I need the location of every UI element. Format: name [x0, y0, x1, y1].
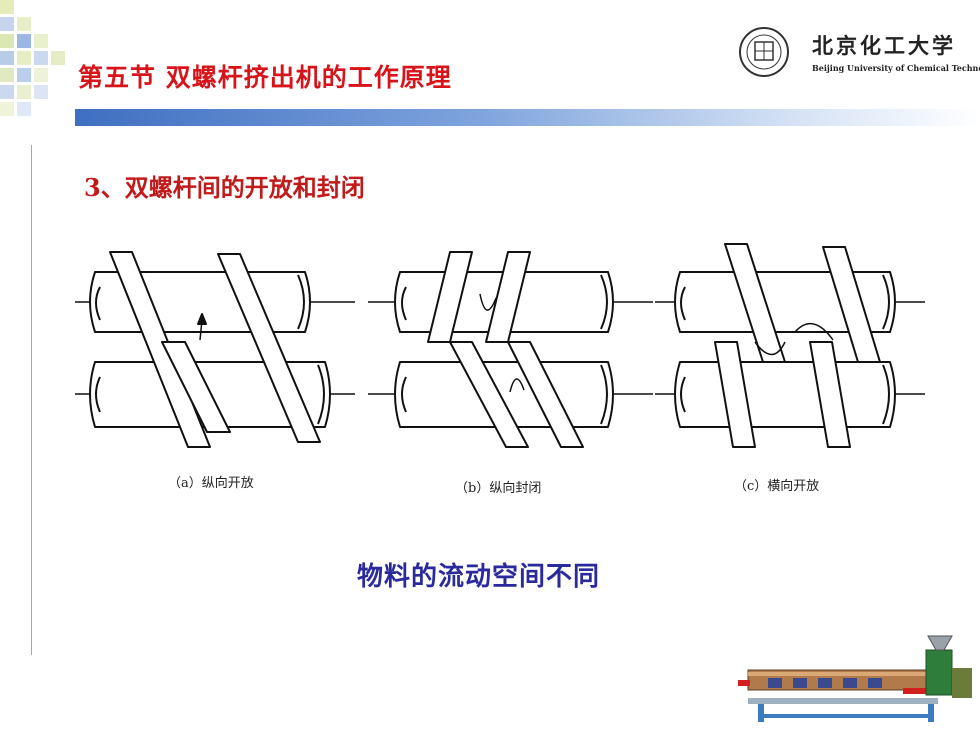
- figure-b-caption: （b）纵向封闭: [455, 481, 542, 496]
- title-underline-bar: [75, 109, 980, 126]
- section-subtitle: 3、双螺杆间的开放和封闭: [84, 173, 365, 202]
- decorative-squares: [0, 0, 65, 116]
- figure-c-drawing: [655, 243, 925, 448]
- slide-title: 第五节 双螺杆挤出机的工作原理: [78, 63, 452, 92]
- figure-a-caption: （a）纵向开放: [168, 476, 254, 491]
- left-divider: [31, 145, 32, 655]
- twin-screw-diagrams: [75, 243, 925, 448]
- figure-a-drawing: [75, 251, 355, 448]
- university-name-cn: 北京化工大学: [812, 33, 956, 58]
- conclusion-text: 物料的流动空间不同: [357, 562, 601, 592]
- university-name-en: Beijing University of Chemical Technolog…: [812, 63, 980, 73]
- figure-b-drawing: [368, 251, 653, 448]
- university-seal-icon: [739, 27, 789, 77]
- extruder-machine-illustration: [738, 635, 972, 722]
- figure-c-caption: （c）横向开放: [734, 479, 820, 494]
